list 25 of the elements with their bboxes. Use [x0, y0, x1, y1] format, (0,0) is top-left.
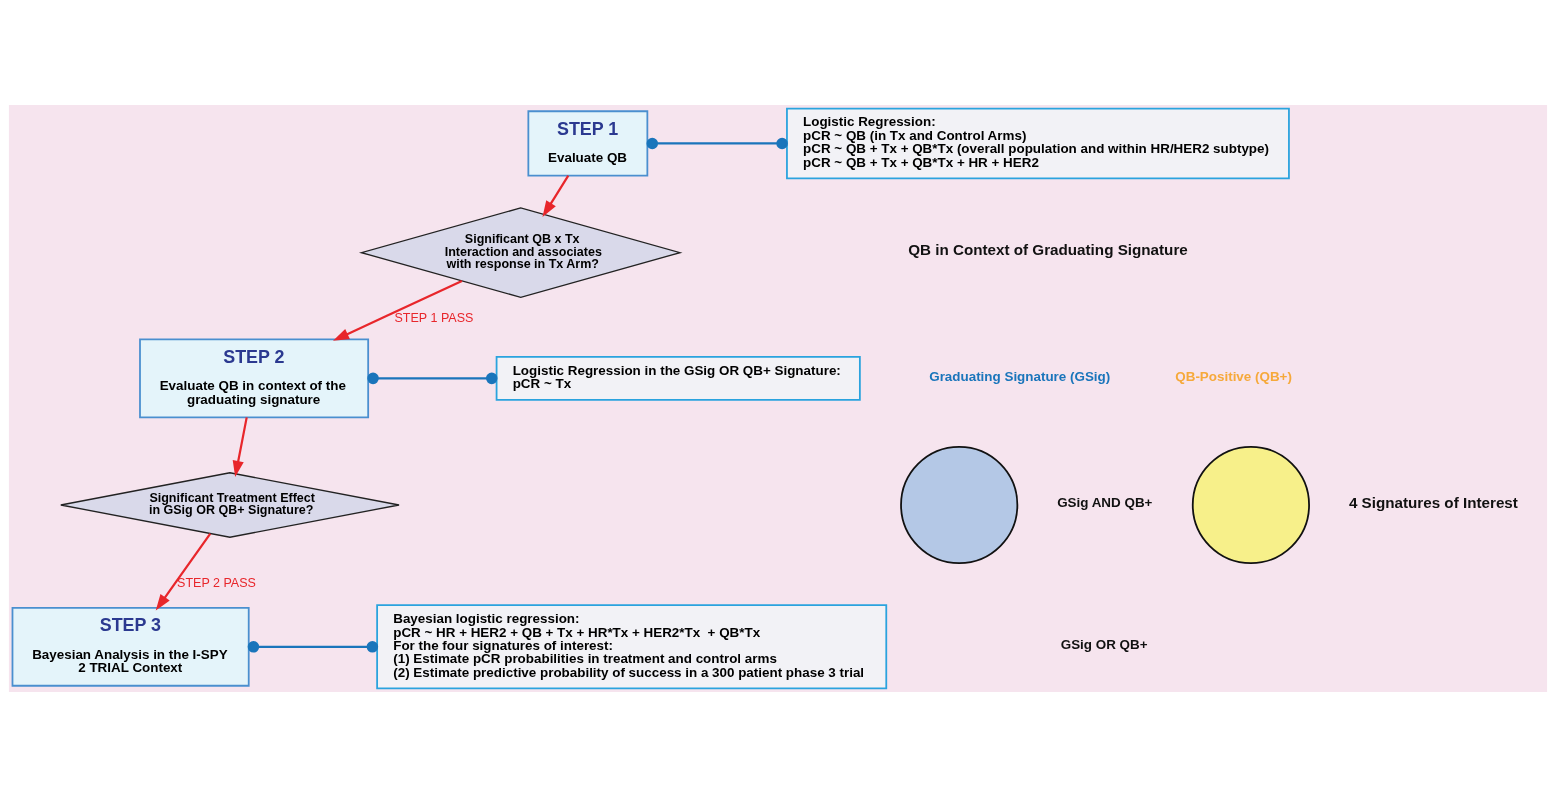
connector	[247, 640, 379, 653]
arrow	[332, 279, 463, 341]
node-box: Bayesian logistic regression: pCR ~ HR + HER2 + QB + Tx + HR*Tx + HER2*Tx + QB*Tx For the four signatures of interest: (1) Estimate pCR probabilities in treatment and control arms (2) Estimate predictive probability of success in a 300 patient phase 3 trial	[376, 603, 888, 689]
label: 4 Signatures of Interest	[1348, 493, 1518, 511]
label: QB-Positive (QB+)	[1175, 368, 1292, 384]
node-circle	[1191, 445, 1310, 564]
arrow	[542, 174, 570, 217]
arrow	[232, 416, 248, 477]
node-diamond: Significant Treatment Effect in GSig OR QB+ Signature?	[60, 471, 400, 538]
node-box: Logistic Regression in the GSig OR QB+ Signature: pCR ~ Tx	[495, 355, 861, 401]
arrow	[155, 532, 212, 610]
label: GSig OR QB+	[1060, 636, 1148, 652]
node-box: STEP 1 Evaluate QB	[527, 109, 649, 177]
node-box: Logistic Regression: pCR ~ QB (in Tx and Control Arms) pCR ~ QB + Tx + QB*Tx (overall population and within HR/HER2 subtype) pCR ~ QB + Tx + QB*Tx + HR + HER2	[786, 107, 1290, 179]
node-diamond: Significant QB x Tx Interaction and associates with response in Tx Arm?	[359, 206, 683, 298]
connector	[367, 372, 498, 384]
label: Graduating Signature (GSig)	[929, 368, 1111, 384]
edge-label: STEP 1 PASS	[394, 310, 474, 325]
node-box: STEP 2 Evaluate QB in context of the graduating signature	[139, 338, 370, 418]
node-circle	[900, 445, 1019, 564]
label: GSig AND QB+	[1057, 494, 1153, 510]
edge-label: STEP 2 PASS	[177, 575, 256, 590]
connector	[646, 137, 788, 149]
node-box: STEP 3 Bayesian Analysis in the I-SPY 2 TRIAL Context	[11, 606, 250, 687]
label: QB in Context of Graduating Signature	[908, 240, 1188, 258]
